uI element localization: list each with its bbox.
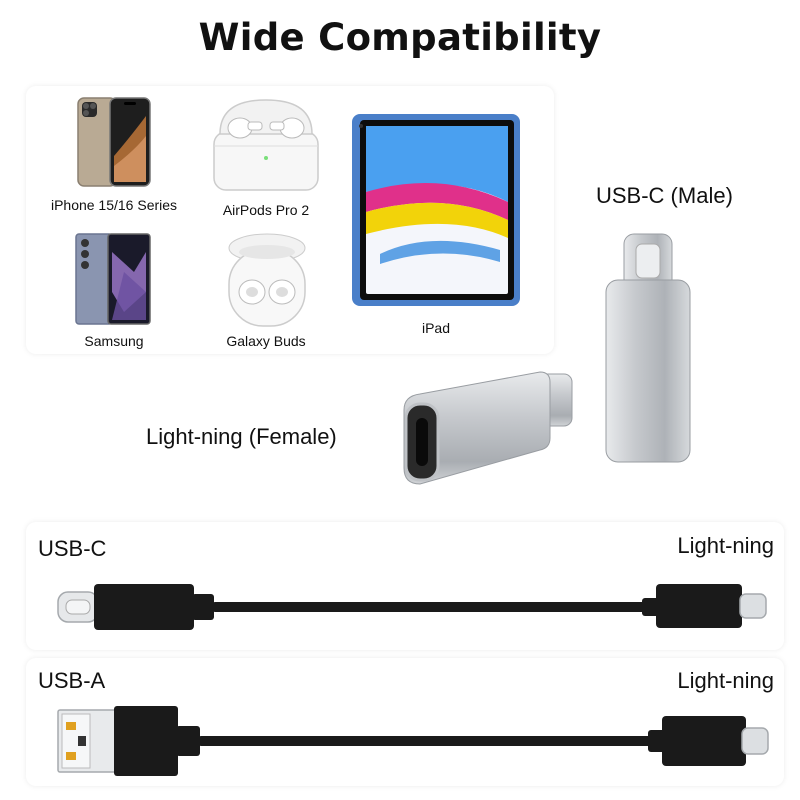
page-title: Wide Compatibility — [198, 16, 602, 59]
cable-usb-c-panel: USB-C Light-ning — [26, 522, 784, 650]
cable-usb-a-right-label: Light-ning — [677, 668, 774, 693]
iphone-image — [77, 97, 151, 187]
device-label-iphone: iPhone 15/16 Series — [50, 197, 178, 213]
device-panel: iPhone 15/16 Series AirPods Pro 2 iPad S… — [26, 86, 554, 354]
ipad-image — [352, 114, 520, 306]
usb-c-male-adapter-image — [605, 233, 691, 463]
usb-c-male-label: USB-C (Male) — [596, 183, 733, 208]
cable-usb-c-right-label: Light-ning — [677, 533, 774, 558]
device-label-airpods: AirPods Pro 2 — [222, 202, 310, 218]
device-label-samsung: Samsung — [84, 333, 144, 349]
cable-usb-a-left-label: USB-A — [38, 668, 106, 693]
device-label-ipad: iPad — [421, 320, 451, 336]
cable-usb-c-left-label: USB-C — [38, 536, 107, 561]
airpods-image — [213, 99, 319, 191]
usb-c-to-lightning-cable-image — [57, 584, 767, 630]
usb-a-to-lightning-cable-image — [57, 706, 769, 776]
cable-usb-a-panel: USB-A Light-ning — [26, 658, 784, 786]
galaxy-buds-image — [228, 233, 306, 327]
lightning-female-label: Light-ning (Female) — [146, 424, 337, 449]
samsung-image — [75, 233, 151, 325]
device-label-galaxy-buds: Galaxy Buds — [226, 333, 306, 349]
lightning-female-adapter-image — [403, 371, 573, 485]
